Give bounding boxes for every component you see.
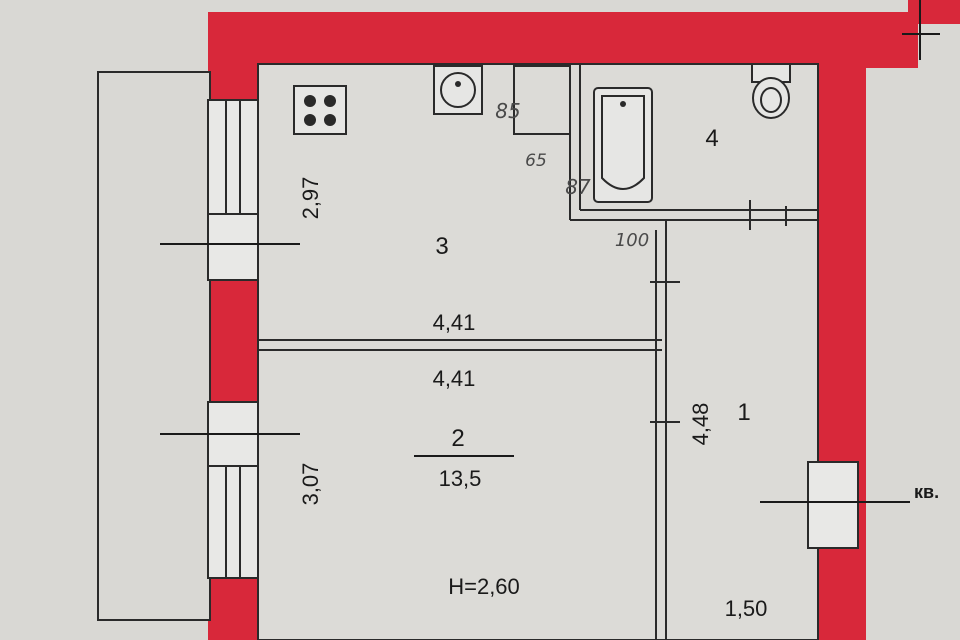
room-3-width: 2,97 [298, 177, 323, 220]
handwritten-100: 100 [615, 230, 649, 251]
wall-stub-red-2 [908, 0, 960, 24]
toilet-icon [751, 63, 791, 119]
interior-floor [257, 63, 819, 640]
laundry-niche [513, 65, 571, 135]
stove-icon [293, 85, 347, 135]
sink-icon [433, 65, 483, 115]
apartment-label: кв. [914, 482, 939, 502]
handwritten-85: 85 [495, 99, 520, 123]
handwritten-87: 87 [565, 175, 591, 199]
room-3-number: 3 [435, 233, 448, 260]
window-lower [160, 401, 300, 579]
room-2-area: 13,5 [439, 466, 482, 491]
room-3-length: 4,41 [433, 310, 476, 335]
room-1-width: 1,50 [725, 596, 768, 621]
room-4-number: 4 [705, 125, 718, 152]
bathtub-icon [593, 87, 653, 203]
room-2-number: 2 [451, 425, 464, 452]
room-2-length: 4,41 [433, 366, 476, 391]
balcony [97, 71, 211, 621]
room-1-number: 1 [737, 399, 750, 426]
window-upper [160, 99, 300, 281]
entrance-door [760, 461, 910, 549]
room-1-length: 4,48 [688, 403, 713, 446]
room-2-width: 3,07 [298, 463, 323, 506]
ceiling-height: Н=2,60 [448, 574, 520, 599]
handwritten-65: 65 [525, 151, 547, 171]
partitions [258, 64, 818, 640]
